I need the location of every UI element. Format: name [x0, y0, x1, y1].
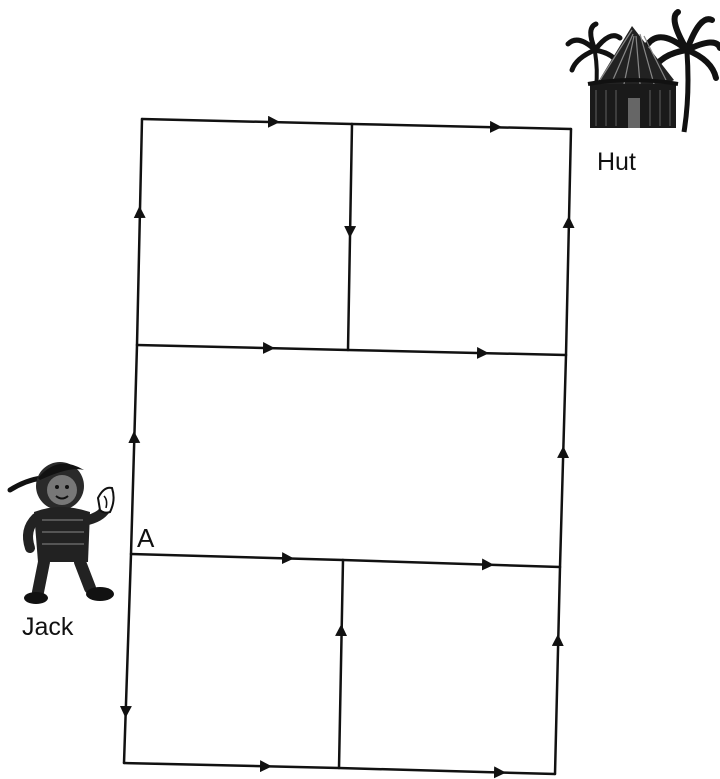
- path-left-lower: [124, 554, 131, 763]
- path-right-upper: [566, 129, 571, 355]
- path-right-middle: [560, 355, 566, 567]
- grid-paths: [124, 119, 571, 774]
- path-row2-right: [348, 350, 566, 355]
- direction-arrows: [126, 122, 569, 773]
- path-mid-lower: [339, 560, 343, 768]
- path-left-upper: [137, 119, 142, 345]
- path-bottom-left: [124, 763, 339, 768]
- jack-label: Jack: [22, 613, 74, 641]
- path-row2-left: [137, 345, 348, 350]
- path-row3-right: [343, 560, 560, 567]
- path-row3-left: [131, 554, 343, 560]
- path-bottom-right: [339, 768, 555, 774]
- path-mid-upper: [348, 124, 352, 350]
- path-top-left: [142, 119, 352, 124]
- hut-label: Hut: [597, 148, 636, 176]
- hut-icon: [568, 12, 720, 132]
- path-top-right: [352, 124, 571, 129]
- point-a-label: A: [137, 523, 155, 553]
- path-right-lower: [555, 567, 560, 774]
- jack-icon: [10, 462, 114, 604]
